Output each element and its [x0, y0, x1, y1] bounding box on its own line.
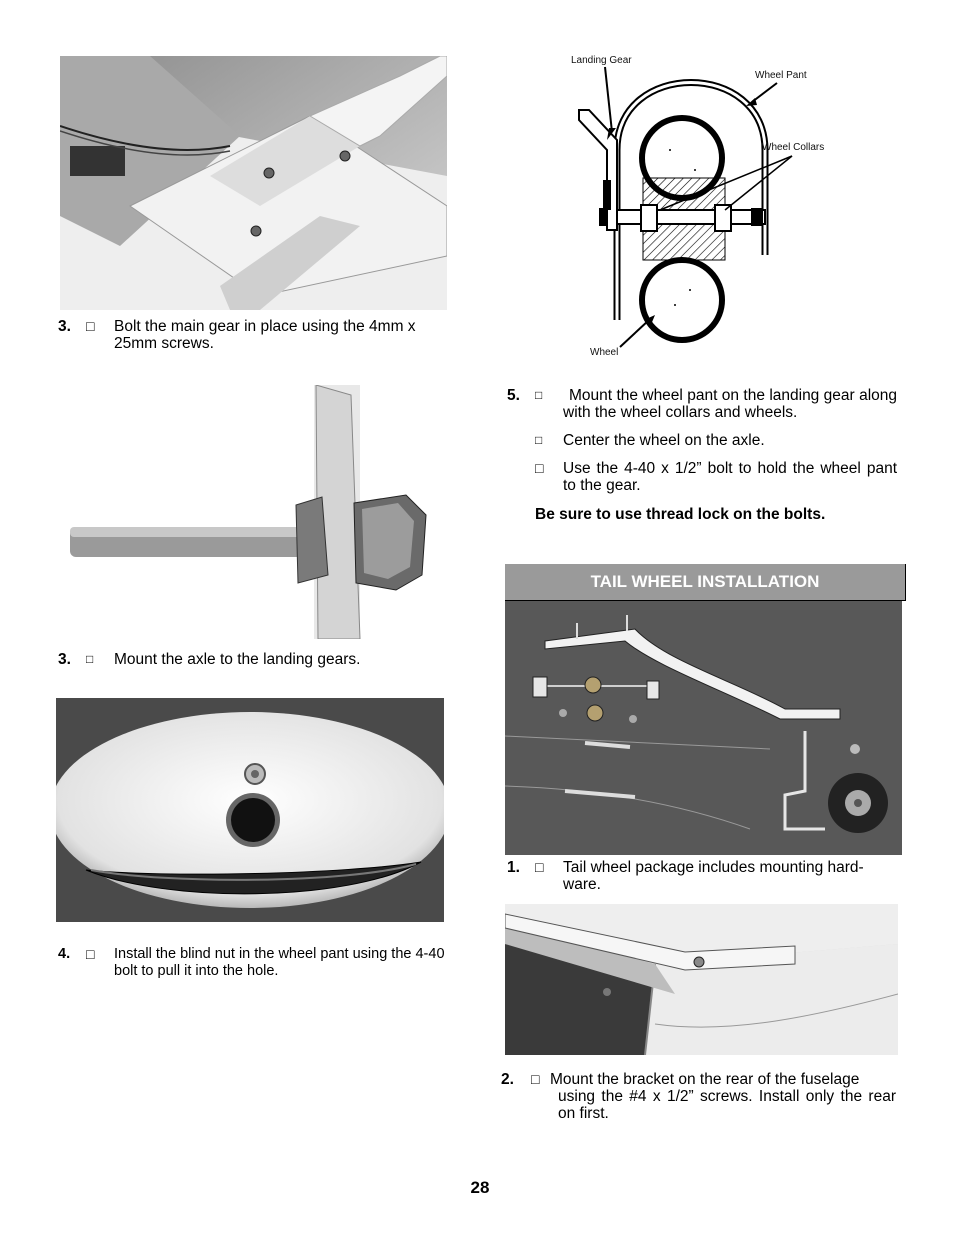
wheel-pant-photo	[56, 698, 444, 922]
step-text: Install the blind nut in the wheel pant …	[114, 946, 445, 979]
step-text: Center the wheel on the axle.	[563, 432, 765, 449]
tail-wheel-package-photo	[505, 601, 902, 855]
step-text-first-line: Mount the bracket on the rear of the fus…	[550, 1071, 860, 1088]
step-text: Bolt the main gear in place using the 4m…	[114, 318, 416, 352]
tail-wheel-section-header: TAIL WHEEL INSTALLATION	[505, 564, 906, 601]
thread-lock-note: Be sure to use thread lock on the bolts.	[535, 506, 826, 523]
step-number: 2.	[501, 1071, 514, 1088]
checkbox-icon[interactable]: □	[535, 859, 544, 875]
step-text: Mount the wheel pant on the landing gear…	[563, 387, 897, 421]
checkbox-icon[interactable]: □	[535, 460, 544, 476]
step-text-rest: using the #4 x 1/2” screws. Install only…	[558, 1088, 896, 1122]
page-number: 28	[470, 1178, 490, 1197]
wheel-assembly-diagram: Landing Gear Wheel Pant Wheel Collars Wh…	[565, 50, 850, 365]
main-gear-photo	[60, 56, 447, 310]
checkbox-icon[interactable]: □	[86, 946, 95, 962]
step-text: Tail wheel package includes mounting har…	[563, 859, 864, 893]
checkbox-icon[interactable]: □	[535, 433, 543, 447]
step-number: 1.	[507, 859, 520, 876]
step-number: 5.	[507, 387, 520, 404]
wheel-pant-label: Wheel Pant	[755, 70, 807, 81]
axle-photo	[66, 385, 436, 639]
step-number: 4.	[58, 946, 71, 962]
step-number: 3.	[58, 651, 71, 668]
checkbox-icon[interactable]: □	[86, 318, 95, 334]
checkbox-icon[interactable]: □	[86, 652, 94, 666]
wheel-label: Wheel	[590, 347, 619, 358]
tail-bracket-photo	[505, 904, 898, 1055]
step-text: Mount the axle to the landing gears.	[114, 651, 361, 668]
step-number: 3.	[58, 318, 71, 335]
wheel-collars-label: Wheel Collars	[762, 142, 825, 153]
step-text: Use the 4-40 x 1/2” bolt to hold the whe…	[563, 460, 897, 494]
landing-gear-label: Landing Gear	[571, 55, 632, 66]
checkbox-icon[interactable]: □	[535, 388, 543, 402]
checkbox-icon[interactable]: □	[531, 1071, 540, 1087]
